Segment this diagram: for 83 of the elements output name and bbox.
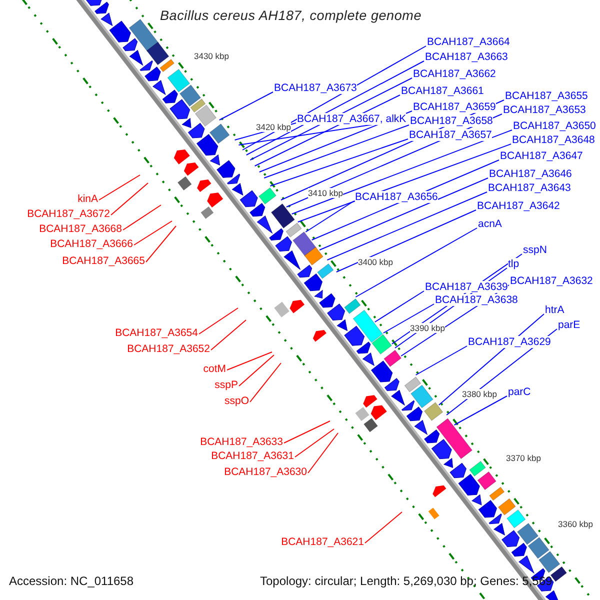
gene-label: BCAH187_A3642 <box>477 200 560 212</box>
position-label: 3400 kbp <box>358 257 393 267</box>
gene-label: BCAH187_A3629 <box>468 336 551 348</box>
leader-line <box>355 228 478 298</box>
gene-label: BCAH187_A3661 <box>401 85 484 97</box>
gene-label: BCAH187_A3630 <box>224 466 307 478</box>
position-label: 3360 kbp <box>558 519 593 529</box>
position-label: 3370 kbp <box>506 453 541 463</box>
position-label: 3420 kbp <box>256 122 291 132</box>
leader-line <box>308 432 338 474</box>
gene-label: BCAH187_A3665 <box>62 255 145 267</box>
gene-label: BCAH187_A3659 <box>413 101 496 113</box>
leader-line <box>146 226 176 262</box>
position-label: 3410 kbp <box>308 188 343 198</box>
gene-label: parE <box>558 319 580 331</box>
genome-info-text: Accession: NC_011658 <box>9 574 134 588</box>
leader-line <box>122 204 162 230</box>
leader-line <box>284 420 330 444</box>
gene-label: sspO <box>224 395 249 407</box>
gene-label: BCAH187_A3632 <box>510 275 593 287</box>
position-label: 3390 kbp <box>410 323 445 333</box>
leader-line <box>438 314 544 406</box>
gene-label: htrA <box>545 304 564 316</box>
gene-label: BCAH187_A3663 <box>425 51 508 63</box>
leader-line <box>415 346 468 376</box>
leader-line <box>297 144 512 222</box>
gene-label: BCAH187_A3664 <box>427 36 510 48</box>
position-label: 3380 kbp <box>462 389 497 399</box>
gene-label: BCAH187_A3655 <box>505 90 588 102</box>
leader-line <box>238 354 274 386</box>
gene-label: BCAH187_A3668 <box>39 223 122 235</box>
leader-line <box>210 320 246 350</box>
leader-line <box>326 192 488 260</box>
gene-label: BCAH187_A3673 <box>274 82 357 94</box>
gene-label: BCAH187_A3650 <box>513 120 596 132</box>
leader-line <box>264 124 410 178</box>
gene-label: BCAH187_A3657 <box>409 129 492 141</box>
title: Bacillus cereus AH187, complete genome <box>160 8 422 23</box>
gene-label: sspP <box>214 379 238 391</box>
leader-line <box>250 362 282 402</box>
leader-line <box>198 308 238 334</box>
gene-label: tlp <box>508 258 520 270</box>
gene-label: BCAH187_A3633 <box>200 436 283 448</box>
leader-line <box>319 178 488 250</box>
leader-line <box>364 512 402 544</box>
gene-label: BCAH187_A3652 <box>127 343 210 355</box>
gene-label: BCAH187_A3653 <box>503 104 586 116</box>
gene-label: BCAH187_A3638 <box>435 294 518 306</box>
gene-label: BCAH187_A3658 <box>410 115 493 127</box>
leader-line <box>454 396 508 426</box>
leader-line <box>382 304 434 334</box>
leader-line <box>270 138 408 186</box>
gene-label: BCAH187_A3643 <box>488 182 571 194</box>
genome-info-text: Topology: circular; Length: 5,269,030 bp; Genes: 5,569 <box>260 574 552 588</box>
gene-label: sspN <box>523 244 547 256</box>
leader-line <box>226 352 272 370</box>
gene-label: cotM <box>203 363 226 375</box>
leader-line <box>305 200 354 232</box>
position-label: 3430 kbp <box>194 51 229 61</box>
gene-label: parC <box>508 386 531 398</box>
gene-label: acnA <box>478 218 502 230</box>
gene-label: BCAH187_A3648 <box>512 134 595 146</box>
gene-label: BCAH187_A3654 <box>115 327 198 339</box>
gene-label: BCAH187_A3647 <box>500 150 583 162</box>
leader-line <box>374 290 424 322</box>
gene-label: BCAH187_A3672 <box>27 208 110 220</box>
leader-line <box>294 428 334 458</box>
leader-line <box>110 182 148 216</box>
gene-label: BCAH187_A3662 <box>413 68 496 80</box>
gene-label: BCAH187_A3666 <box>50 238 133 250</box>
leader-line <box>98 174 140 200</box>
gene-label: kinA <box>78 193 98 205</box>
leader-line <box>246 60 424 156</box>
gene-label: BCAH187_A3631 <box>211 450 294 462</box>
gene-label: BCAH187_A3646 <box>489 168 572 180</box>
leader-line <box>134 220 172 246</box>
leader-line <box>336 210 476 272</box>
leader-line <box>218 92 274 120</box>
gene-label: BCAH187_A3667, alkK <box>297 113 406 125</box>
leader-line <box>291 130 512 214</box>
gene-label: BCAH187_A3656 <box>355 191 438 203</box>
gene-label: BCAH187_A3621 <box>281 536 364 548</box>
gene-label: BCAH187_A3639 <box>425 281 508 293</box>
